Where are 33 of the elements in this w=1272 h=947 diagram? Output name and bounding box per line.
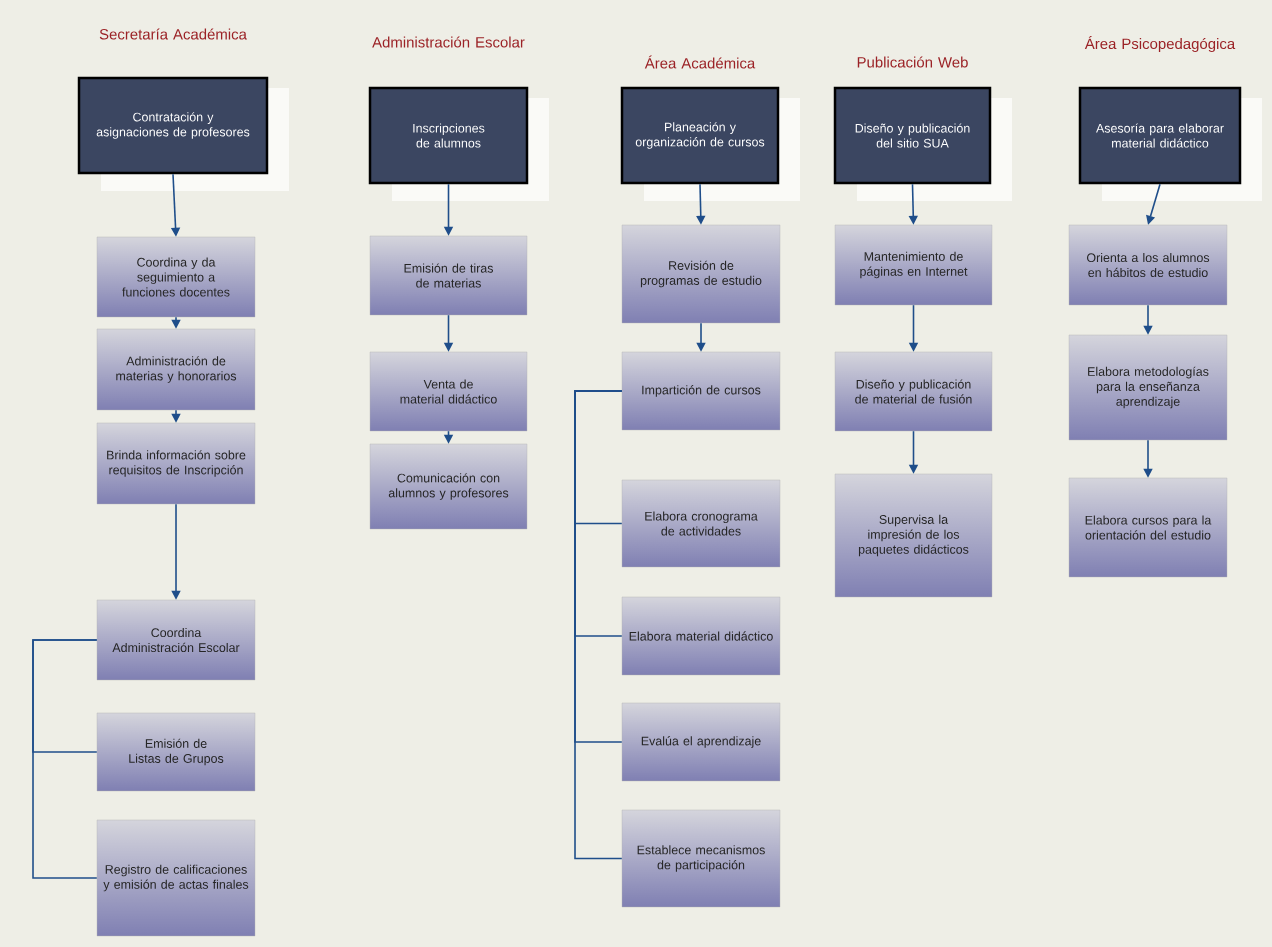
task-box: Brinda información sobre requisitos de Inscripción <box>96 422 256 505</box>
task-box: Venta de material didáctico <box>369 351 528 432</box>
unit-heading: Publicación Web <box>857 56 968 68</box>
unit-heading: Administración Escolar <box>372 36 525 48</box>
task-box: Comunicación con alumnos y profesores <box>369 443 528 530</box>
unit-box: Contratación y asignaciones de profesores <box>77 76 289 191</box>
task-box: Administración de materias y honorarios <box>96 328 256 411</box>
task-box: Revisión de programas de estudio <box>621 224 781 324</box>
task-box: Elabora cronograma de actividades <box>621 479 781 568</box>
unit-box: Inscripciones de alumnos <box>368 86 549 201</box>
task-box: Elabora material didáctico <box>621 596 781 676</box>
task-box: Mantenimiento de páginas en Internet <box>834 224 993 306</box>
task-box: Coordina Administración Escolar <box>96 599 256 681</box>
bracket-connector <box>32 639 98 879</box>
task-box: Emisión de Listas de Grupos <box>96 712 256 792</box>
bracket-connector <box>574 390 623 860</box>
task-box: Emisión de tiras de materias <box>369 235 528 316</box>
task-box: Coordina y da seguimiento a funciones docentes <box>96 236 256 318</box>
task-box: Registro de calificaciones y emisión de actas finales <box>96 819 256 937</box>
unit-box: Asesoría para elaborar material didáctico <box>1078 86 1262 201</box>
unit-heading: Secretaría Académica <box>99 28 247 40</box>
task-box: Diseño y publicación de material de fusión <box>834 351 993 432</box>
unit-heading: Área Psicopedagógica <box>1084 36 1236 52</box>
unit-heading: Área Académica <box>644 55 756 69</box>
task-box: Establece mecanismos de participación <box>621 809 781 908</box>
unit-box: Planeación y organización de cursos <box>620 86 800 201</box>
unit-box: Diseño y publicación del sitio SUA <box>833 86 1012 201</box>
task-box: Supervisa la impresión de los paquetes didácticos <box>834 473 993 598</box>
task-box: Evalúa el aprendizaje <box>621 702 781 782</box>
task-box: Impartición de cursos <box>621 351 781 431</box>
task-box: Elabora cursos para la orientación del estudio <box>1068 477 1228 578</box>
task-box: Orienta a los alumnos en hábitos de estudio <box>1068 224 1228 306</box>
task-box: Elabora metodologías para la enseñanza aprendizaje <box>1068 334 1228 441</box>
